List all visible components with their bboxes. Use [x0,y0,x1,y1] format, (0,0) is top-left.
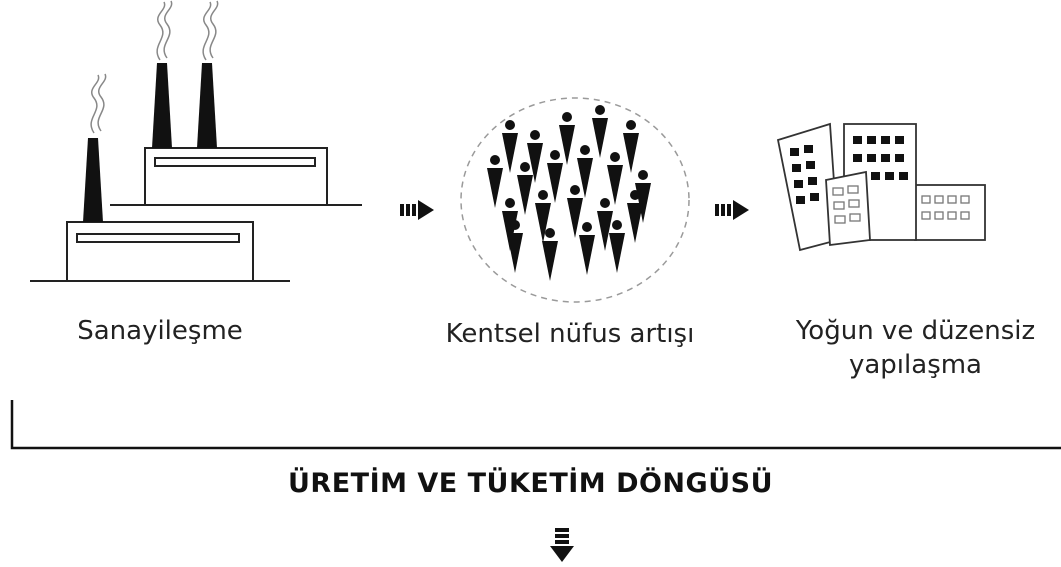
crowd-icon [460,97,690,303]
stage-label-urban-population-growth: Kentsel nüfus artışı [445,319,695,349]
stage-label-industrialization: Sanayileşme [77,316,243,346]
buildings-icon [776,122,986,252]
arrow-right-icon [715,200,749,220]
cycle-title: ÜRETİM VE TÜKETİM DÖNGÜSÜ [288,468,773,499]
grouping-bracket [10,400,1061,450]
arrow-down-icon [550,528,574,562]
stage-label-dense-irregular-construction: Yoğun ve düzensiz yapılaşma [770,314,1061,382]
factory-icon [30,0,362,282]
stage-label-line-1: Yoğun ve düzensiz [795,316,1036,346]
arrow-right-icon [400,200,434,220]
stage-label-line-2: yapılaşma [848,350,982,380]
